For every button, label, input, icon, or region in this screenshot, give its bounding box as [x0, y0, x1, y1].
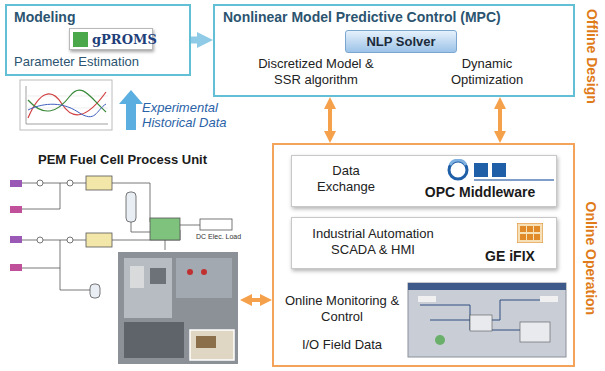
- box-label: Industrial Automation SCADA & HMI: [298, 226, 448, 257]
- model-panel: ModelingParameter Estimation gPROMS: [5, 4, 191, 76]
- product-name: OPC Middleware: [410, 184, 550, 201]
- ge-logo: [517, 223, 543, 243]
- panel-text: Parameter Estimation: [14, 54, 186, 70]
- opc-logo: [442, 159, 554, 183]
- middleware-box: Data ExchangeOPC Middleware: [291, 155, 557, 207]
- process-unit: PEM Fuel Cell Process Unit: [5, 150, 240, 367]
- product-name: GE iFIX: [470, 248, 550, 265]
- panel-text: Online Monitoring & Control: [284, 293, 400, 324]
- panel-text: Discretized Model & SSR algorithm: [251, 56, 381, 87]
- section-label: Offline Design: [583, 8, 600, 103]
- control-panel: Nonlinear Model Predictive Control (MPC)…: [213, 4, 575, 97]
- operation-panel: Online Monitoring & ControlI/O Field Dat…: [272, 143, 575, 367]
- data-chart: [20, 80, 112, 130]
- section-label: Online Operation: [582, 201, 599, 315]
- flow-arrow: [191, 37, 197, 44]
- exchange-arrow: [252, 298, 260, 302]
- exchange-arrow: [328, 109, 332, 131]
- panel-title: Modeling: [14, 9, 184, 26]
- box-label: Data Exchange: [304, 163, 388, 194]
- logo-mark: [73, 32, 88, 47]
- panel-text: I/O Field Data: [284, 337, 400, 353]
- upload-arrow: [119, 90, 143, 130]
- test-rig-photo: [118, 252, 238, 364]
- exchange-arrow: [498, 109, 502, 131]
- box-label: NLP Solver: [348, 34, 454, 50]
- solver-box: NLP Solver: [345, 30, 457, 53]
- software-logo-box: gPROMS: [69, 28, 153, 50]
- unit-heading: PEM Fuel Cell Process Unit: [10, 152, 235, 168]
- logo-text: gPROMS: [92, 32, 150, 48]
- equipment-tag: DC Elec. Load: [196, 233, 241, 241]
- panel-text: Dynamic Optimization: [437, 56, 537, 87]
- hmi-screenshot: [408, 283, 566, 357]
- scada-box: Industrial Automation SCADA & HMI GE iFIX: [291, 217, 557, 269]
- data-source-note: Experimental Historical Data: [142, 100, 232, 130]
- panel-title: Nonlinear Model Predictive Control (MPC): [223, 9, 563, 26]
